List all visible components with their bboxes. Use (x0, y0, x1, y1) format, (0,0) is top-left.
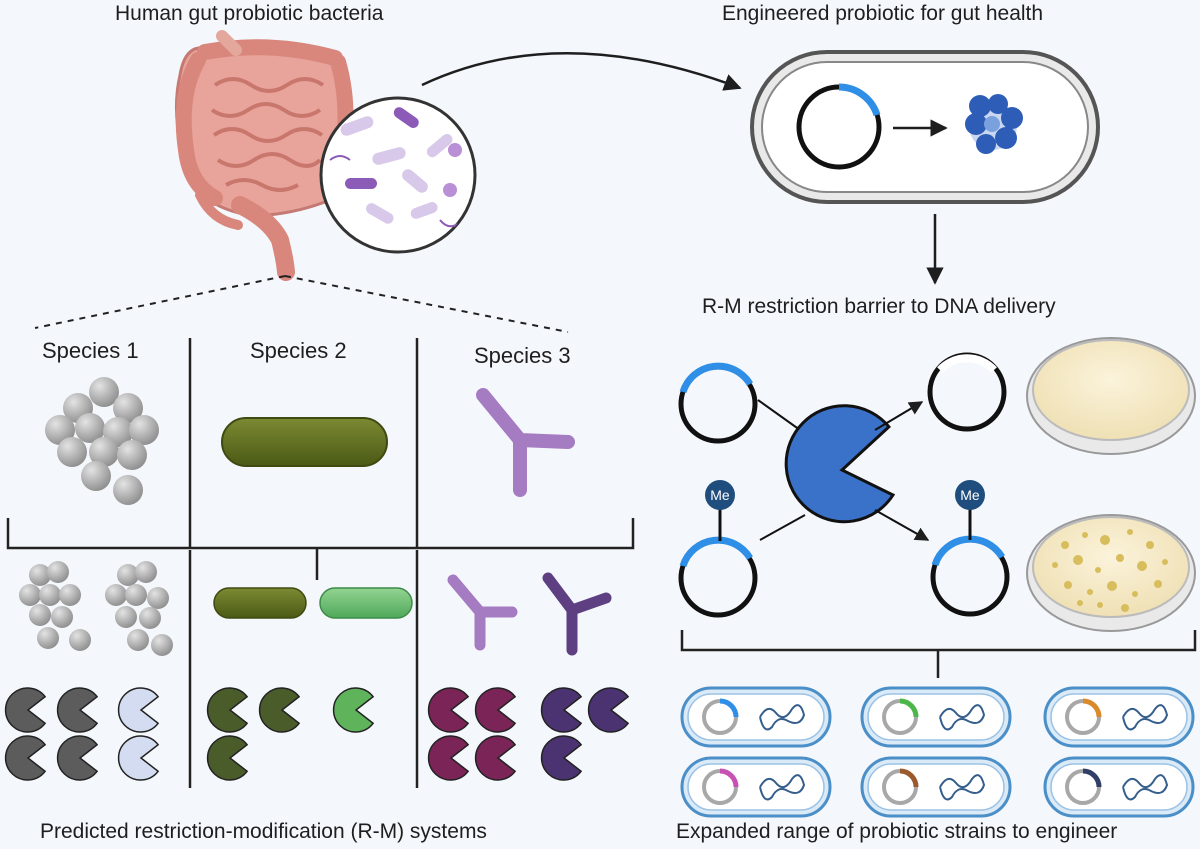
title-rm-barrier: R-M restriction barrier to DNA delivery (702, 295, 1056, 318)
branched-species-3 (476, 388, 575, 497)
methylated-plasmid: Me (678, 480, 758, 618)
strain-cell (680, 756, 832, 818)
strain-cell (680, 686, 832, 748)
rod-variant-green (319, 587, 413, 619)
dashed-link-left (34, 275, 286, 329)
strains-bracket (680, 630, 1197, 652)
empty-petri-dish (1026, 337, 1196, 455)
rm-enzymes-species-1 (4, 687, 160, 781)
protected-plasmid: Me (930, 480, 1010, 617)
chromosome-icon (939, 704, 986, 731)
title-gut-bacteria: Human gut probiotic bacteria (115, 2, 384, 25)
species-2-label: Species 2 (250, 338, 347, 363)
chromosome-icon (1122, 774, 1169, 801)
caption-expanded-range: Expanded range of probiotic strains to e… (676, 820, 1118, 843)
caption-rm-systems: Predicted restriction-modification (R-M)… (40, 820, 487, 843)
chromosome-icon (759, 774, 806, 801)
arrow-to-engineered (421, 52, 742, 91)
strain-plasmid-insert (899, 768, 919, 788)
methyl-label-left: Me (710, 487, 730, 503)
link-unmethylated (757, 399, 801, 431)
engineered-cell (750, 50, 1100, 204)
rod-species-2 (221, 417, 388, 467)
restriction-enzyme (784, 404, 896, 524)
coccus-cluster-species-1 (45, 377, 159, 505)
strain-cell (1043, 686, 1195, 748)
colony-petri-dish (1026, 514, 1196, 632)
species-3-label: Species 3 (474, 343, 571, 368)
strain-cell (860, 686, 1012, 748)
coccus-variants (19, 561, 173, 656)
engineered-strains (680, 686, 1195, 818)
rm-enzymes-species-2 (206, 687, 375, 781)
branched-variant-dark (542, 572, 612, 656)
strain-plasmid-insert (1082, 698, 1102, 718)
dashed-link-right (284, 275, 569, 333)
unmethylated-plasmid (678, 362, 758, 444)
chromosome-icon (1122, 704, 1169, 731)
arrow-protected (874, 509, 930, 541)
title-engineered-probiotic: Engineered probiotic for gut health (722, 2, 1044, 25)
methyl-label-right: Me (960, 487, 980, 503)
plasmid-insert (838, 83, 881, 117)
branched-variant-light (447, 574, 518, 651)
strain-plasmid-insert (899, 698, 919, 718)
protein-icon (965, 94, 1023, 154)
strain-plasmid-insert (1082, 768, 1102, 788)
species-1-label: Species 1 (42, 338, 139, 363)
strain-plasmid-insert (719, 698, 739, 718)
cleaved-plasmid (927, 352, 1007, 432)
species-bracket (6, 518, 635, 550)
chromosome-icon (759, 704, 806, 731)
bacteria-magnifier (319, 96, 477, 254)
rod-variant-olive (213, 587, 307, 619)
arrow-cut (874, 401, 924, 431)
rm-enzymes-species-3 (427, 687, 630, 781)
strain-cell (860, 756, 1012, 818)
link-methylated (759, 514, 806, 541)
strain-cell (1043, 756, 1195, 818)
chromosome-icon (939, 774, 986, 801)
strain-plasmid-insert (719, 768, 739, 788)
